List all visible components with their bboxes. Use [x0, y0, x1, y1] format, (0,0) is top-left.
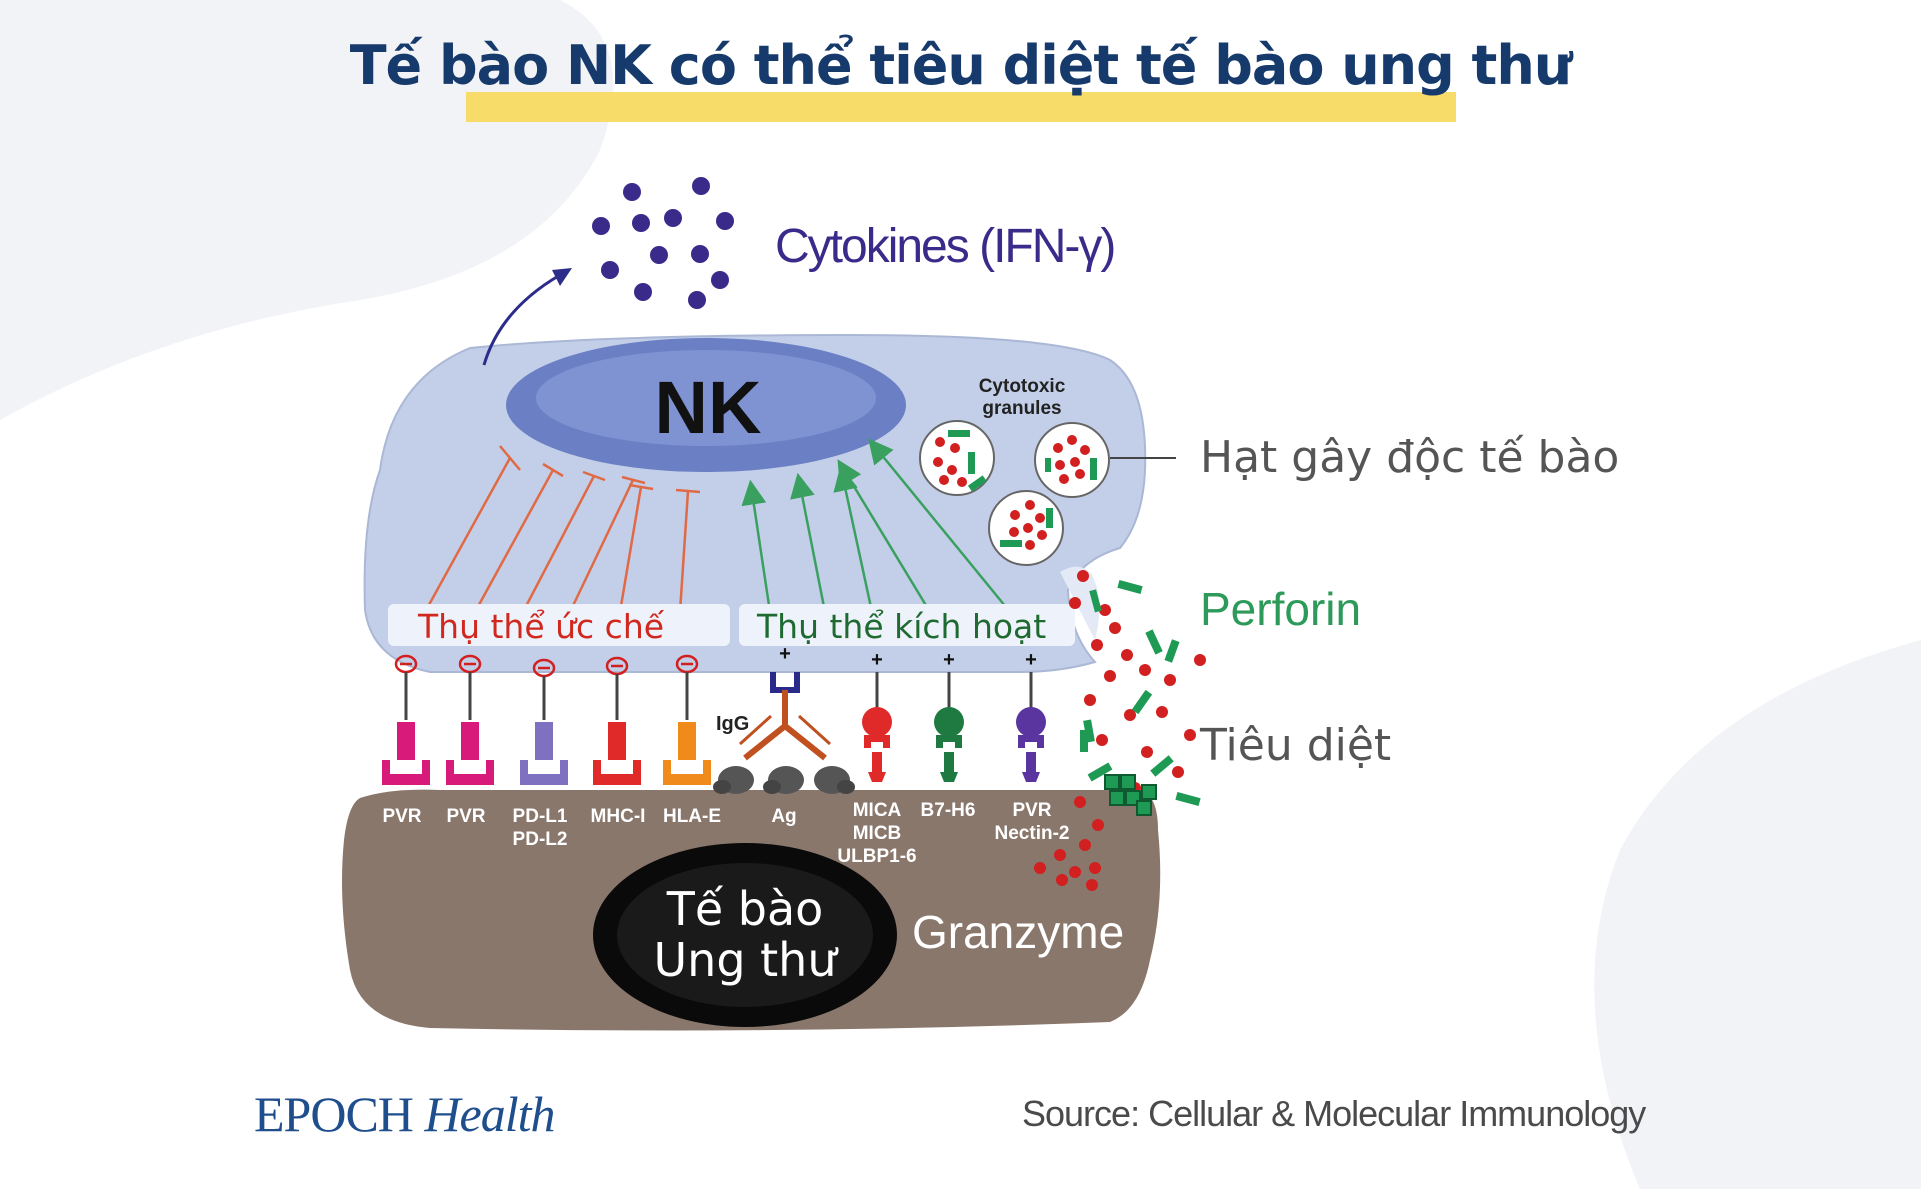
nk-label: NK [655, 366, 762, 449]
ligand-pvr-1: PVR [382, 806, 421, 827]
cytokine-arrow-head [552, 268, 572, 286]
granule-3 [988, 490, 1064, 566]
title-text: Tế bào NK có thể tiêu diệt tế bào ung th… [349, 34, 1573, 97]
perforin-release [1034, 566, 1206, 891]
granules-label-line2: granules [982, 398, 1061, 419]
ligand-pvr-2: PVR [446, 806, 485, 827]
granules-label-line1: Cytotoxic [979, 376, 1066, 397]
igg-label: IgG [716, 713, 749, 735]
title-highlight [466, 92, 1456, 122]
granzyme-label: Granzyme [912, 906, 1124, 958]
ligand-pvr-3: PVR [1012, 800, 1051, 821]
ligand-nectin: Nectin-2 [995, 823, 1070, 844]
inhibitory-receptors [382, 654, 711, 785]
receptor-mica: + [862, 649, 892, 782]
perforin-pore [1104, 774, 1157, 816]
brand-main: EPOCH [254, 1086, 414, 1142]
ligand-mhc: MHC-I [591, 806, 646, 827]
antigen-blobs [713, 766, 855, 794]
cytokine-dots [592, 177, 734, 309]
toxic-granules-label: Hạt gây độc tế bào [1200, 432, 1619, 483]
receptor-mhc [593, 656, 641, 785]
ligand-b7: B7-H6 [921, 800, 976, 821]
activating-receptors: + + + [862, 649, 1046, 782]
receptor-pvr-2 [446, 654, 494, 785]
receptor-pdl [520, 658, 568, 785]
cancer-nucleus-inner [617, 863, 873, 1007]
inhibitory-label: Thụ thể ức chế [417, 607, 665, 646]
ligand-ag: Ag [771, 806, 796, 827]
page-title: Tế bào NK có thể tiêu diệt tế bào ung th… [0, 34, 1921, 97]
source-credit: Source: Cellular & Molecular Immunology [1022, 1093, 1646, 1134]
brand-italic: Health [424, 1086, 555, 1142]
activating-label: Thụ thể kích hoạt [756, 607, 1046, 646]
brand-logo: EPOCH Health [254, 1085, 556, 1143]
receptor-pvr-nectin: + [1016, 649, 1046, 782]
activating-label-box [739, 604, 1075, 646]
cancer-label-line2: Ung thư [654, 933, 840, 987]
receptor-b7: + [934, 649, 964, 782]
ligand-mica-2: MICB [853, 823, 902, 844]
svg-text:+: + [779, 643, 791, 665]
cytokine-arrow [482, 273, 561, 366]
activating-signals [741, 438, 1011, 613]
svg-text:+: + [943, 649, 955, 671]
ligand-pdl-1: PD-L1 [513, 806, 568, 827]
svg-text:+: + [871, 649, 883, 671]
granule-1 [919, 420, 995, 496]
ligand-mica-3: ULBP1-6 [837, 846, 916, 867]
kill-label: Tiêu diệt [1199, 720, 1391, 771]
ligand-pdl-2: PD-L2 [513, 829, 568, 850]
receptor-pvr-1 [382, 654, 430, 785]
cancer-label-line1: Tế bào [666, 882, 824, 936]
igg-antibody: + [738, 643, 832, 761]
granule-2 [1034, 422, 1110, 498]
ligand-mica-1: MICA [853, 800, 902, 821]
nk-nucleus-highlight [536, 350, 876, 446]
inhibitory-label-box [388, 604, 730, 646]
cytokines-label: Cytokines (IFN-γ) [775, 220, 1114, 273]
ligand-hla: HLA-E [663, 806, 721, 827]
svg-text:+: + [1025, 649, 1037, 671]
perforin-label: Perforin [1200, 583, 1361, 635]
receptor-hla [663, 654, 711, 785]
inhibitory-signals [423, 445, 701, 613]
